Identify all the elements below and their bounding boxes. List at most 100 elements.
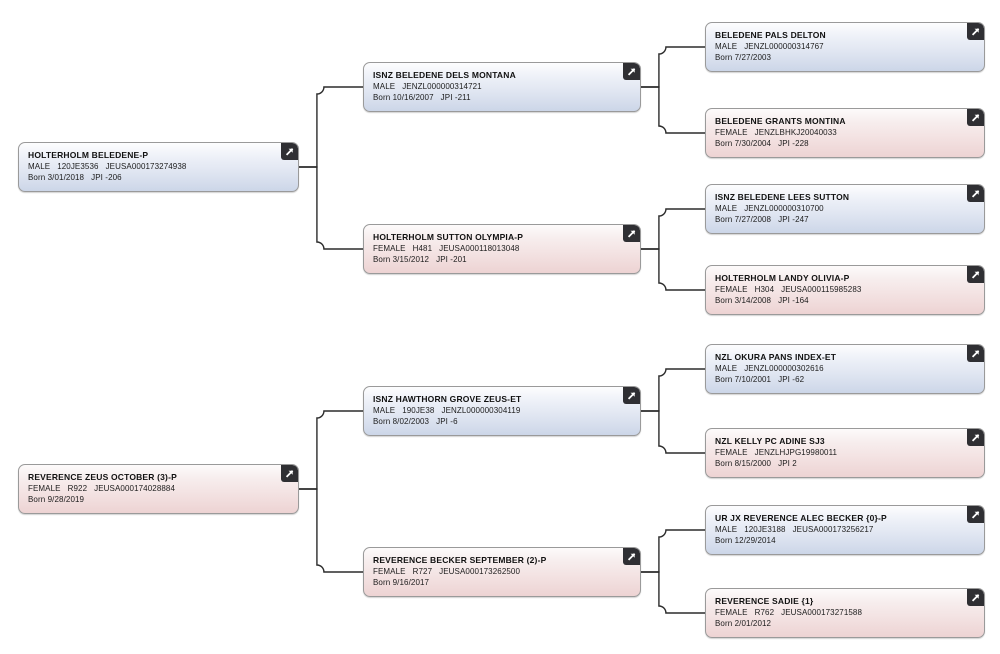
animal-name: BELEDENE PALS DELTON <box>715 30 826 40</box>
animal-name: NZL OKURA PANS INDEX-ET <box>715 352 837 362</box>
expand-arrow-icon[interactable] <box>623 63 640 80</box>
expand-arrow-icon[interactable] <box>623 548 640 565</box>
birth-date: Born 12/29/2014 <box>715 536 776 545</box>
animal-birth-line: Born 12/29/2014 <box>715 535 975 546</box>
animal-birth-line: Born 7/27/2003 <box>715 52 975 63</box>
animal-name: REVERENCE BECKER SEPTEMBER (2)-P <box>373 555 547 565</box>
expand-arrow-icon[interactable] <box>967 589 984 606</box>
birth-date: Born 8/02/2003 <box>373 417 430 426</box>
jpi-value: JPI -201 <box>436 255 467 264</box>
jpi-value: JPI 2 <box>778 459 797 468</box>
connector-line <box>299 86 363 168</box>
expand-arrow-icon[interactable] <box>281 465 298 482</box>
sex-label: FEMALE <box>715 608 748 617</box>
birth-date: Born 9/16/2017 <box>373 578 430 587</box>
registration-id: JENZL000000314721 <box>402 82 482 91</box>
connector-line <box>641 208 705 250</box>
birth-date: Born 10/16/2007 <box>373 93 434 102</box>
expand-arrow-icon[interactable] <box>967 185 984 202</box>
registration-id: JEUSA000118013048 <box>439 244 520 253</box>
animal-name: NZL KELLY PC ADINE SJ3 <box>715 436 825 446</box>
animal-birth-line: Born 3/15/2012 JPI -201 <box>373 254 631 265</box>
jpi-value: JPI -206 <box>91 173 122 182</box>
animal-name: HOLTERHOLM LANDY OLIVIA-P <box>715 273 850 283</box>
registration-id: JEUSA000174028884 <box>94 484 176 493</box>
expand-arrow-icon[interactable] <box>967 429 984 446</box>
short-id: R922 <box>67 484 88 493</box>
birth-date: Born 3/01/2018 <box>28 173 85 182</box>
sex-label: FEMALE <box>28 484 61 493</box>
short-id: 120JE3536 <box>57 162 99 171</box>
short-id: 120JE3188 <box>744 525 786 534</box>
birth-date: Born 7/30/2004 <box>715 139 772 148</box>
sex-label: FEMALE <box>715 448 748 457</box>
birth-date: Born 3/15/2012 <box>373 255 430 264</box>
registration-id: JENZL000000304119 <box>441 406 521 415</box>
registration-id: JEUSA000173274938 <box>105 162 187 171</box>
connector-line <box>299 166 363 250</box>
jpi-value: JPI -228 <box>778 139 809 148</box>
animal-name: HOLTERHOLM BELEDENE-P <box>28 150 149 160</box>
connector-line <box>641 529 705 573</box>
expand-arrow-icon[interactable] <box>623 387 640 404</box>
pedigree-node[interactable]: HOLTERHOLM BELEDENE-P MALE 120JE3536 JEUSA0… <box>18 142 299 192</box>
expand-arrow-icon[interactable] <box>623 225 640 242</box>
animal-birth-line: Born 9/28/2019 <box>28 494 289 505</box>
expand-arrow-icon[interactable] <box>967 345 984 362</box>
animal-name: BELEDENE GRANTS MONTINA <box>715 116 846 126</box>
registration-id: JEUSA000173271588 <box>781 608 863 617</box>
animal-name: HOLTERHOLM SUTTON OLYMPIA-P <box>373 232 524 242</box>
pedigree-node-body: HOLTERHOLM BELEDENE-P MALE 120JE3536 JEUSA0… <box>19 143 298 188</box>
short-id: R727 <box>412 567 433 576</box>
birth-date: Born 7/27/2008 <box>715 215 772 224</box>
registration-id: JENZL000000310700 <box>744 204 824 213</box>
expand-arrow-icon[interactable] <box>967 506 984 523</box>
sex-label: MALE <box>28 162 51 171</box>
animal-birth-line: Born 2/01/2012 <box>715 618 975 629</box>
expand-arrow-icon[interactable] <box>967 109 984 126</box>
connector-line <box>641 368 705 412</box>
expand-arrow-icon[interactable] <box>967 23 984 40</box>
sex-label: MALE <box>715 364 738 373</box>
birth-date: Born 9/28/2019 <box>28 495 85 504</box>
expand-arrow-icon[interactable] <box>967 266 984 283</box>
sex-label: MALE <box>373 82 396 91</box>
expand-arrow-icon[interactable] <box>281 143 298 160</box>
connector-line <box>641 571 705 614</box>
sex-label: MALE <box>373 406 396 415</box>
connector-line <box>641 410 705 454</box>
